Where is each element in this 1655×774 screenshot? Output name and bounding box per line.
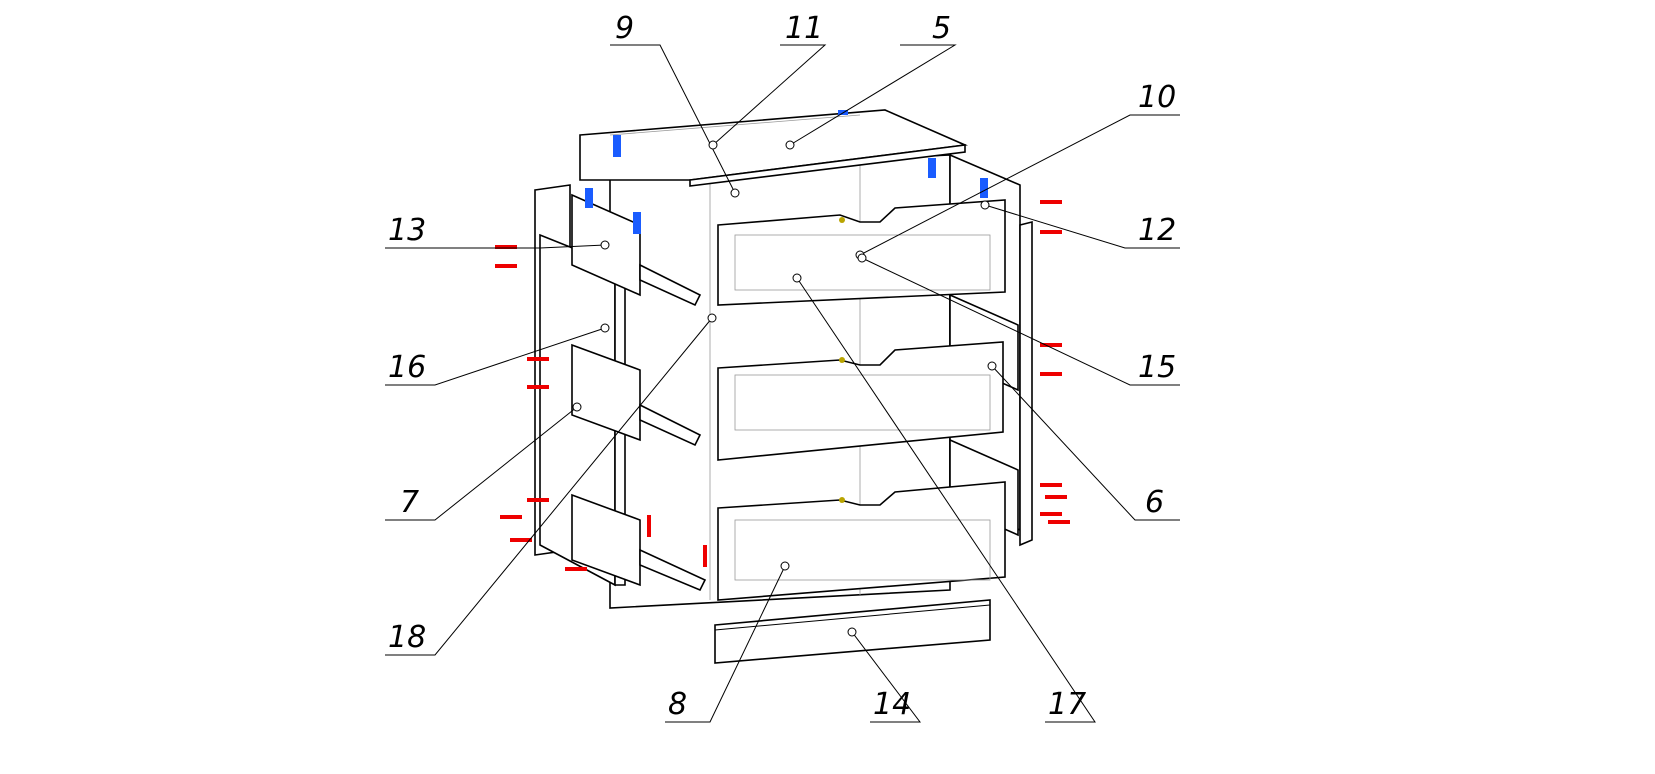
drawer-bottom	[717, 481, 1006, 601]
callout-15: 15	[1138, 350, 1176, 385]
callout-13: 13	[388, 213, 426, 248]
hardware	[495, 110, 1070, 571]
callout-12: 12	[1138, 213, 1176, 248]
callout-8: 8	[668, 687, 687, 722]
callout-9: 9	[615, 11, 634, 46]
callout-18: 18	[388, 620, 426, 655]
callout-14: 14	[873, 687, 911, 722]
callout-16: 16	[388, 350, 426, 385]
callout-10: 10	[1138, 80, 1176, 115]
callout-leaders	[385, 44, 1180, 723]
callout-markers	[572, 140, 997, 637]
left-side-panel	[534, 184, 641, 587]
callout-11: 11	[785, 11, 823, 46]
callout-5: 5	[932, 11, 951, 46]
drawer-rails	[639, 263, 707, 592]
callout-6: 6	[1145, 485, 1164, 520]
drawer-middle	[717, 341, 1004, 461]
callout-17: 17	[1048, 687, 1086, 722]
callout-7: 7	[400, 485, 419, 520]
top-panel	[579, 109, 968, 187]
